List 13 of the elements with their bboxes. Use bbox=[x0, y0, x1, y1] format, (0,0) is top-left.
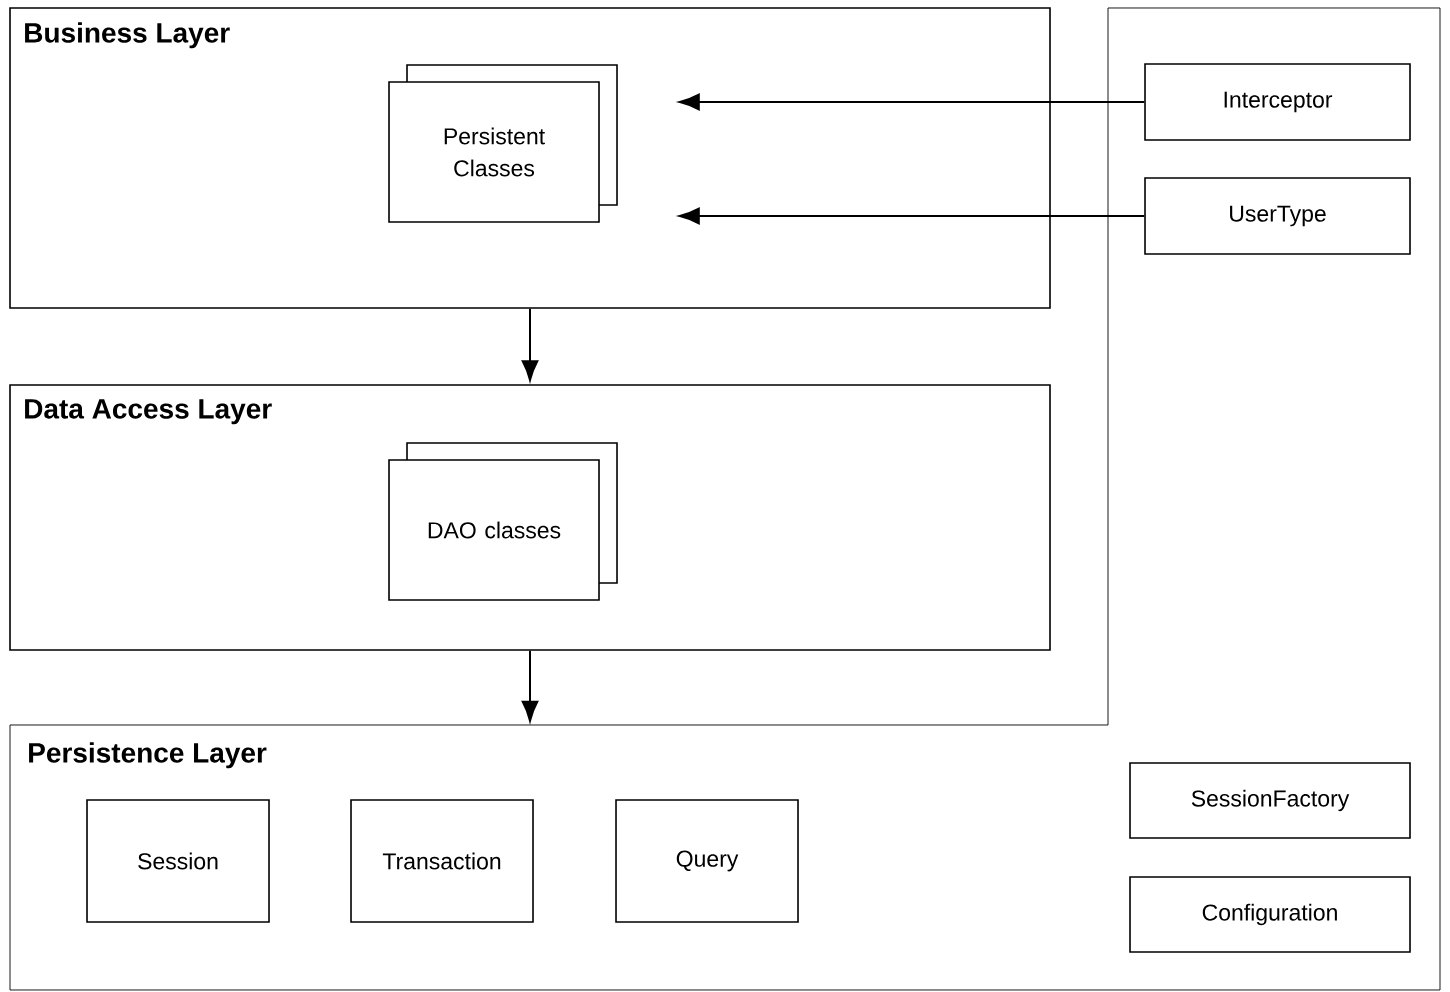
component-box: Query bbox=[615, 799, 799, 923]
component-box: Transaction bbox=[350, 799, 534, 923]
component-box: SessionFactory bbox=[1129, 762, 1411, 839]
arrow bbox=[678, 93, 1146, 111]
component-box: Interceptor bbox=[1144, 63, 1411, 141]
component-box: Configuration bbox=[1129, 876, 1411, 953]
arrow bbox=[521, 649, 539, 722]
component-box: Session bbox=[86, 799, 270, 923]
component-box: UserType bbox=[1144, 177, 1411, 255]
stacked-class-box: Persistent Classes bbox=[388, 64, 618, 223]
arrow bbox=[521, 307, 539, 382]
stacked-class-box: DAO classes bbox=[388, 442, 618, 601]
arrow bbox=[678, 207, 1146, 225]
